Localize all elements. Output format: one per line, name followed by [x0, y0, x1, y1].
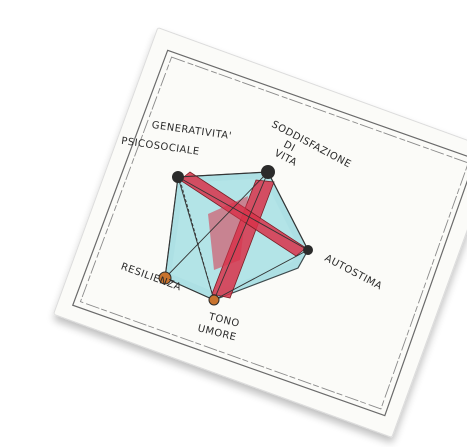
node-top-left [172, 171, 184, 183]
node-bottom [209, 295, 219, 305]
node-top-right [261, 165, 275, 179]
node-right [303, 245, 313, 255]
